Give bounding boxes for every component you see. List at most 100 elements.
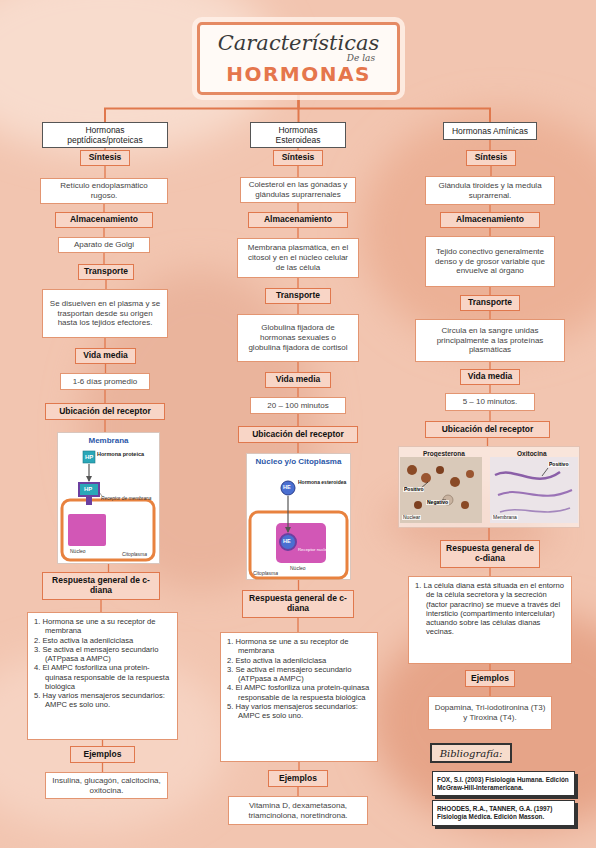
content-box: Retículo endoplasmático rugoso.: [40, 178, 168, 204]
connector-line: [489, 411, 490, 421]
connector-line: [487, 438, 488, 446]
node-text: Ejemplos: [279, 774, 317, 784]
connector-line: [489, 687, 490, 696]
connector-line: [105, 280, 106, 289]
content-box: Colesterol en las gónadas y glándulas su…: [240, 177, 356, 203]
section-label: Almacenamiento: [440, 212, 540, 228]
connector-line: [489, 287, 490, 295]
section-label: Vida media: [265, 372, 331, 388]
section-label: Respuesta general de c-diana: [242, 590, 354, 618]
section-label: Ejemplos: [70, 746, 135, 763]
connector-line: [104, 390, 105, 403]
connector-line: [105, 364, 106, 373]
connector-line: [297, 203, 298, 212]
node-text: Progesterona: [423, 450, 465, 457]
connector-line: [104, 166, 105, 178]
section-label: Ubicación del receptor: [45, 403, 165, 420]
list-box: 1. Hormona se une a su receptor de membr…: [27, 612, 178, 740]
title-box: CaracterísticasDe lasHORMONAS: [197, 22, 400, 95]
connector-line: [297, 414, 298, 426]
section-label: Vida media: [460, 369, 520, 385]
section-label: Transporte: [460, 295, 520, 311]
node-text: Vitamina D, dexametasona, triamcinolona,…: [234, 801, 362, 821]
node-text: 5. Hay varios mensajeros secundarios: AM…: [227, 702, 371, 721]
node-text: 5 – 10 minutos.: [463, 397, 518, 407]
node-text: Hormonas Esteroideas: [255, 125, 341, 145]
content-box: Aparato de Golgi: [58, 237, 150, 253]
connector-line: [489, 362, 490, 369]
connector-line: [297, 304, 298, 314]
connector-line: [298, 580, 299, 590]
connector-line: [489, 311, 490, 319]
node-text: Oxitocina: [517, 450, 547, 457]
node-text: Ubicación del receptor: [59, 407, 151, 417]
connector-line: [298, 762, 299, 770]
node-text: Núcleo y/o Citoplasma: [256, 457, 342, 466]
connector-line: [297, 228, 298, 238]
reference-box: FOX, S.I. (2003) Fisiología Humana. Edic…: [432, 771, 575, 796]
node-text: 20 – 100 minutos: [267, 401, 328, 411]
node-text: Almacenamiento: [456, 215, 524, 225]
background-blob: [360, 110, 596, 350]
category-header: Hormonas Esteroideas: [250, 122, 346, 148]
node-text: Globulina fijadora de hormonas sexuales …: [243, 323, 353, 352]
connector-line: [297, 278, 298, 288]
section-label: Respuesta general de c-diana: [42, 572, 160, 600]
reference-box: RHOODES, R.A., TANNER, G.A. (1997) Fisio…: [432, 800, 575, 826]
node-text: 1. Hormona se une a su receptor de membr…: [227, 637, 371, 656]
connector-line: [297, 362, 298, 372]
content-box: 1-6 días promedio: [60, 373, 150, 390]
list-box: 1. La célula diana está situada en el en…: [408, 576, 572, 664]
content-box: 5 – 10 minutos.: [445, 393, 535, 411]
node-text: 2. Esto activa la adenilciclasa: [227, 656, 371, 665]
section-label: Ubicación del receptor: [238, 426, 358, 443]
node-text: Almacenamiento: [264, 215, 332, 225]
node-text: Ejemplos: [84, 750, 122, 760]
illustration-box: Núcleo y/o Citoplasma: [246, 453, 351, 580]
node-text: Respuesta general de c-diana: [47, 576, 155, 596]
section-label: Ejemplos: [268, 770, 328, 787]
connector-line: [489, 205, 490, 212]
section-label: Síntesis: [80, 150, 130, 166]
node-text: Se disuelven en el plasma y se trasporta…: [48, 299, 162, 328]
connector-line: [489, 568, 490, 576]
connector-line: [490, 166, 491, 176]
micrograph-box: Progesterona Oxitocina: [398, 446, 580, 528]
node-text: 1. Hormona se une a su receptor de membr…: [34, 617, 171, 636]
section-label: Ejemplos: [465, 670, 515, 687]
connector-line: [108, 564, 109, 572]
connector-line: [489, 140, 490, 150]
node-text: 5. Hay varios mensajeros secundarios: AM…: [34, 691, 171, 710]
node-text: 3. Se activa el mensajero secundario (AT…: [34, 645, 171, 664]
node-text: FOX, S.I. (2003) Fisiología Humana. Edic…: [437, 776, 570, 792]
illustration-box: Membrana: [57, 432, 160, 564]
node-text: Respuesta general de c-diana: [247, 594, 349, 614]
node-text: Transporte: [84, 267, 128, 277]
content-box: Circula en la sangre unidas principalmen…: [415, 319, 565, 362]
node-text: Circula en la sangre unidas principalmen…: [421, 326, 559, 355]
node-text: 2. Esto activa la adenilciclasa: [34, 636, 171, 645]
content-box: Dopamina, Tri-iodotironina (T3) y Tiroxi…: [428, 696, 552, 730]
connector-line: [297, 388, 298, 397]
section-label: Síntesis: [273, 150, 323, 166]
node-text: Vida media: [276, 375, 321, 385]
content-box: Insulina, glucagón, calcitocina, oxitoci…: [45, 772, 168, 799]
node-text: Insulina, glucagón, calcitocina, oxitoci…: [51, 776, 162, 796]
node-text: Transporte: [276, 291, 320, 301]
node-text: Membrana plasmática, en el citosol y en …: [243, 243, 353, 272]
node-text: 1-6 días promedio: [73, 377, 137, 387]
node-text: HORMONAS: [226, 63, 371, 85]
node-text: 4. El AMPC fosforiliza una protein-quina…: [227, 683, 371, 702]
node-text: Características: [218, 32, 380, 54]
node-text: 3. Se activa el mensajero secundario (AT…: [227, 665, 371, 684]
content-box: Glándula tiroides y la medula suprarrena…: [425, 176, 555, 205]
node-text: Hormonas peptídicas/proteicas: [47, 125, 163, 145]
node-text: 1. La célula diana está situada en el en…: [415, 581, 565, 637]
section-label: Almacenamiento: [248, 212, 348, 228]
node-text: Bibliografía:: [440, 748, 503, 759]
content-box: Globulina fijadora de hormonas sexuales …: [237, 314, 359, 362]
node-text: Dopamina, Tri-iodotironina (T3) y Tiroxi…: [434, 703, 546, 723]
connector-line: [489, 385, 490, 393]
node-text: Tejido conectivo generalmente denso y de…: [431, 247, 549, 276]
